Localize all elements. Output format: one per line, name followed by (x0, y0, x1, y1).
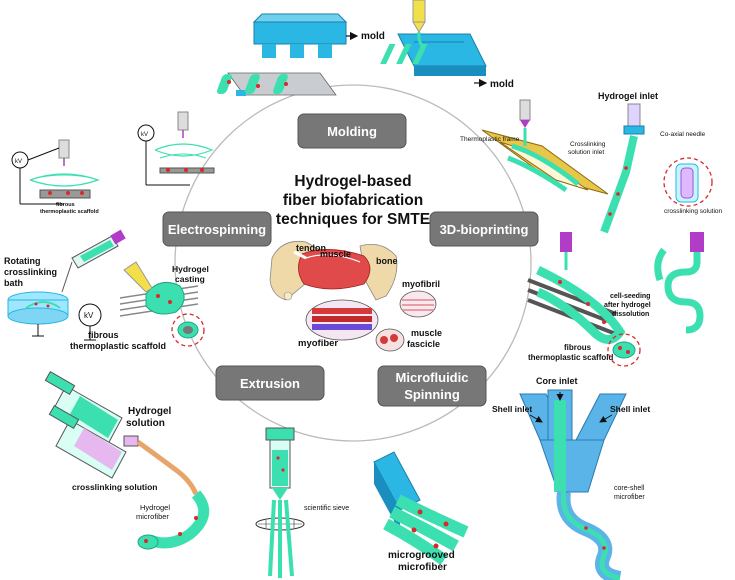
label-hydrogel-casting-2: casting (175, 274, 205, 284)
molding-mold-right (380, 0, 487, 76)
electrospinning-hydrogel-casting (119, 261, 205, 347)
title-line-2: fiber biofabrication (283, 192, 423, 209)
electrospinning-setup-small-left (11, 139, 100, 205)
svg-text:Molding: Molding (327, 124, 377, 139)
label-hydrogel-solution-1: Hydrogel (128, 406, 172, 417)
bioprinting-frame (481, 99, 609, 195)
label-scientific-sieve: scientific sieve (304, 505, 349, 512)
extrusion-sieve-syringe (255, 427, 305, 578)
label-rotating-1: Rotating (4, 256, 41, 266)
label-crosslinking-solution-ext: crosslinking solution (72, 482, 157, 492)
myofibril-icon (399, 290, 437, 318)
bioprinting-scaffold (527, 232, 641, 367)
label-core-shell-1: core-shell (614, 485, 645, 492)
bioprinting-serpentine (654, 232, 704, 334)
extrusion-dual-syringe (44, 370, 210, 550)
electrospinning-rotating-bath (7, 229, 126, 341)
label-hydrogel-solution-2: solution (126, 418, 165, 429)
svg-text:Microfluidic: Microfluidic (396, 370, 469, 385)
title-line-3: techniques for SMTE (276, 211, 430, 228)
label-fibrous-small-1: fibrous (56, 202, 75, 208)
label-crosslinking-inlet-2: solution inlet (568, 149, 604, 156)
label-coaxial-needle: Co-axial needle (660, 131, 706, 138)
label-myofiber: myofiber (298, 338, 338, 349)
label-hydrogel-inlet: Hydrogel inlet (598, 91, 658, 101)
svg-text:Spinning: Spinning (404, 387, 460, 402)
label-thermoplastic-frame: Thermoplastic frame (460, 136, 520, 143)
technique-microfluidic-spinning: Microfluidic Spinning (377, 365, 487, 407)
muscle-anatomy-illustration (269, 240, 398, 301)
label-shell-inlet-left: Shell inlet (492, 404, 532, 414)
title-line-1: Hydrogel-based (294, 173, 411, 190)
label-fibrous-1: fibrous (88, 330, 119, 340)
label-hydrogel-microfiber-2: microfiber (136, 512, 169, 521)
technique-molding: Molding (297, 113, 407, 149)
label-muscle: muscle (320, 249, 351, 259)
label-core-inlet: Core inlet (536, 376, 578, 386)
label-crosslinking-solution-bio: crosslinking solution (664, 208, 723, 215)
electrospinning-setup-small-right (137, 111, 215, 186)
label-microgrooved-1: microgrooved (388, 550, 455, 561)
label-shell-inlet-right: Shell inlet (610, 404, 650, 414)
label-bio-fibrous-1: fibrous (564, 343, 592, 352)
label-tendon: tendon (296, 243, 326, 253)
technique-3d-bioprinting: 3D-bioprinting (429, 211, 539, 247)
label-kv-small-left: kV (15, 159, 22, 165)
label-bone: bone (376, 256, 398, 266)
fascicle-icon (375, 328, 405, 352)
extrusion-microgrooved (373, 451, 469, 565)
label-mold-top: mold (361, 31, 385, 42)
label-crosslinking-inlet-1: Crosslinking (570, 141, 606, 148)
svg-text:Extrusion: Extrusion (240, 376, 300, 391)
bioprinting-coaxial (600, 103, 713, 234)
label-microgrooved-2: microfiber (398, 562, 447, 573)
technique-electrospinning: Electrospinning (162, 211, 272, 247)
label-fascicle-2: fascicle (407, 339, 440, 349)
microfluidic-device (519, 389, 627, 580)
label-hydrogel-microfiber-1: Hydrogel (140, 503, 170, 512)
svg-text:Electrospinning: Electrospinning (168, 222, 266, 237)
central-circle (174, 84, 532, 442)
svg-text:3D-bioprinting: 3D-bioprinting (440, 222, 529, 237)
label-rotating-2: crosslinking (4, 267, 57, 277)
myofiber-icon (305, 299, 379, 341)
label-rotating-3: bath (4, 278, 23, 288)
label-core-shell-2: microfiber (614, 494, 645, 501)
label-fascicle-1: muscle (411, 328, 442, 338)
label-cell-seeding-1: cell-seeding (610, 293, 650, 300)
label-mold-right: mold (490, 79, 514, 90)
molding-mold-left (216, 13, 348, 96)
label-myofibril: myofibril (402, 279, 440, 289)
label-kv-bath: kV (84, 311, 94, 320)
label-cell-seeding-3: dissolution (612, 311, 649, 318)
label-fibrous-2: thermoplastic scaffold (70, 341, 166, 351)
label-cell-seeding-2: after hydrogel (604, 302, 651, 309)
label-hydrogel-casting-1: Hydrogel (172, 264, 209, 274)
label-fibrous-small-2: thermoplastic scaffold (40, 209, 99, 215)
technique-extrusion: Extrusion (215, 365, 325, 401)
label-kv-small-right: kV (141, 132, 148, 138)
label-bio-fibrous-2: thermoplastic scaffold (528, 353, 613, 362)
